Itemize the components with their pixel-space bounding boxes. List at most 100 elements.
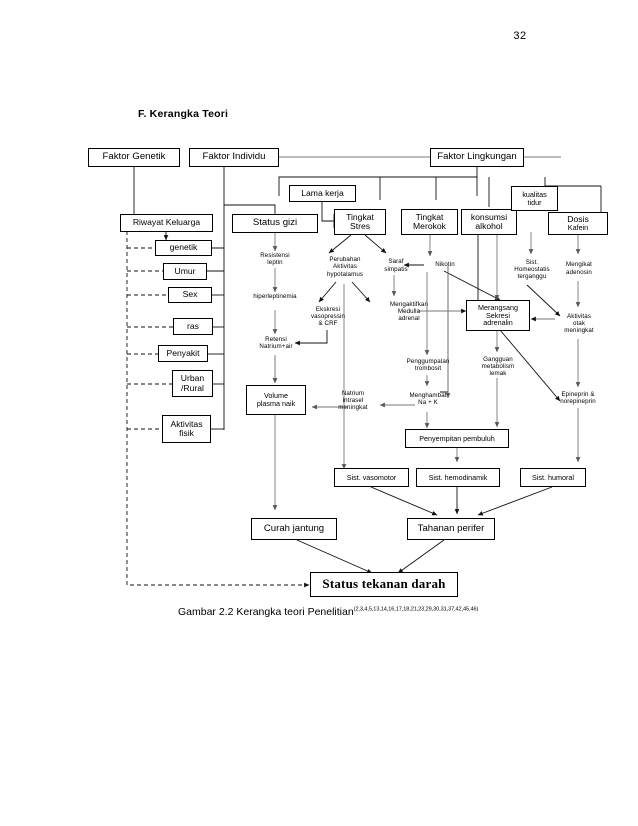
node-label: genetik: [169, 242, 198, 253]
line-2: vasopressin: [310, 312, 346, 320]
line-3: lemak: [489, 370, 507, 378]
node-hiperleptinemia: hiperleptinemia: [240, 291, 310, 303]
line-1: Sist. humoral: [532, 472, 574, 482]
line-1: Penggumpalan: [406, 357, 450, 365]
line-2: metabolism: [481, 362, 515, 370]
node-sist-vasomotor[interactable]: Sist. vasomotor: [334, 468, 409, 487]
line-1: Perubahan: [329, 256, 361, 264]
node-merangsang-sekresi-adrenalin[interactable]: Merangsang Sekresi adrenalin: [466, 300, 530, 331]
node-dosis-kafein[interactable]: Dosis Kafein: [548, 212, 608, 235]
node-natrium-intrasel-meningkat: Natrium intrasel meningkat: [325, 386, 381, 415]
line-1: Curah jantung: [263, 522, 325, 534]
node-penggumpalan-trombosit: Penggumpalan trombosit: [395, 355, 461, 375]
node-ras[interactable]: ras: [173, 318, 213, 335]
line-1: Sist. vasomotor: [346, 472, 397, 482]
line-1: Sist. hemodinamik: [428, 472, 488, 482]
node-faktor-lingkungan[interactable]: Faktor Lingkungan: [430, 148, 524, 167]
node-status-gizi[interactable]: Status gizi: [232, 214, 318, 233]
line-1: Merangsang: [478, 302, 518, 312]
line-2: Homeostatis: [514, 265, 550, 273]
node-volume-plasma-naik[interactable]: Volume plasma naik: [246, 385, 306, 415]
node-aktivitas-fisik[interactable]: Aktivitas fisik: [162, 415, 211, 443]
node-status-tekanan-darah[interactable]: Status tekanan darah: [310, 572, 458, 597]
node-label-line1: kualitas: [522, 189, 547, 199]
line-2: Na + K: [418, 399, 438, 406]
node-label-line1: Tingkat: [346, 211, 374, 222]
node-label: Faktor Individu: [202, 151, 266, 163]
line-1: Status tekanan darah: [322, 576, 446, 592]
node-aktivitas-otak-meningkat: Aktivitas otak meningkat: [552, 308, 606, 339]
line-1: Gangguan: [483, 355, 513, 363]
node-sist-hemodinamik[interactable]: Sist. hemodinamik: [416, 468, 500, 487]
node-gangguan-metabolism-lemak: Gangguan metabolism lemak: [468, 352, 528, 381]
line-1: Menghambat: [409, 391, 447, 399]
node-label-line2: tidur: [527, 197, 542, 207]
line-2: otak: [572, 319, 586, 327]
line-1: Saraf: [388, 258, 404, 266]
node-tingkat-merokok[interactable]: Tingkat Merokok: [401, 209, 458, 235]
node-resistensi-leptin: Resistensi leptin: [245, 250, 305, 268]
node-label: ras: [187, 320, 199, 331]
node-label-line1: Urban: [180, 373, 205, 384]
node-perubahan-aktivitas-hypotalamus: Perubahan Aktivitas hypotalamus: [313, 252, 377, 282]
node-label-line2: Kafein: [567, 223, 589, 233]
node-sex[interactable]: Sex: [168, 287, 212, 303]
line-3: adrenalin: [483, 318, 513, 328]
node-label-line2: alkohol: [475, 221, 503, 231]
node-epineprin-norepineprin: Epineprin & norepineprin: [546, 388, 610, 408]
line-1: Epineprin &: [561, 390, 595, 398]
node-label: Lama kerja: [301, 187, 344, 198]
line-2: adenosin: [566, 268, 592, 276]
node-label: Faktor Genetik: [102, 151, 166, 163]
line-2: Natrium+air: [259, 343, 293, 350]
line-2: plasma naik: [256, 399, 296, 408]
node-mengikat-adenosin: Mengikat adenosin: [551, 258, 607, 279]
node-umur[interactable]: Umur: [163, 263, 207, 280]
line-1: Ekskresi: [315, 305, 341, 313]
node-label: Penyakit: [166, 347, 200, 358]
node-retensi-natrium-air: Retensi Natrium+air: [245, 333, 307, 353]
node-sist-humoral[interactable]: Sist. humoral: [520, 468, 586, 487]
line-1: Resistensi: [260, 251, 290, 259]
line-2: leptin: [267, 259, 283, 266]
node-tahanan-perifer[interactable]: Tahanan perifer: [407, 518, 495, 540]
node-penyempitan-pembuluh[interactable]: Penyempitan pembuluh: [405, 429, 509, 448]
node-urban-rural[interactable]: Urban /Rural: [172, 370, 213, 397]
node-label: Riwayat Keluarga: [132, 217, 201, 228]
line-3: & CRF: [318, 320, 338, 328]
node-label: Faktor Lingkungan: [437, 151, 517, 163]
node-riwayat-keluarga[interactable]: Riwayat Keluarga: [120, 214, 213, 232]
node-penyakit[interactable]: Penyakit: [158, 345, 208, 362]
node-tingkat-stres[interactable]: Tingkat Stres: [334, 209, 386, 235]
node-menghambat-na-k: Menghambat Na + K: [398, 389, 458, 409]
node-label-line1: konsumsi: [470, 211, 508, 222]
line-2: trombosit: [414, 365, 442, 372]
line-3: hypotalamus: [326, 270, 364, 278]
line-2: simpatis: [384, 265, 408, 273]
node-faktor-individu[interactable]: Faktor Individu: [189, 148, 279, 167]
caption-references: (2,3,4,5,13,14,16,17,18,21,23,29,30,31,3…: [353, 606, 479, 613]
line-1: Sist.: [525, 258, 539, 266]
node-lama-kerja[interactable]: Lama kerja: [289, 185, 356, 202]
page-number: 32: [513, 30, 527, 42]
line-1: Natrium: [341, 389, 365, 397]
node-sist-homeostatis-terganggu: Sist. Homeostatis terganggu: [503, 255, 561, 284]
caption-text: Gambar 2.2 Kerangka teori Penelitian: [178, 606, 354, 618]
figure-caption: Gambar 2.2 Kerangka teori Penelitian(2,3…: [178, 606, 478, 618]
node-label: Status gizi: [252, 217, 298, 229]
node-label-line1: Tingkat: [415, 211, 444, 222]
node-nikotin: Nikotin: [425, 259, 465, 271]
line-2: norepineprin: [560, 398, 596, 405]
line-1: Penyempitan pembuluh: [419, 433, 495, 443]
section-heading: F. Kerangka Teori: [138, 108, 229, 120]
line-3: meningkat: [338, 404, 368, 412]
node-faktor-genetik[interactable]: Faktor Genetik: [88, 148, 180, 167]
node-konsumsi-alkohol[interactable]: konsumsi alkohol: [461, 209, 517, 235]
node-label-line1: Dosis: [567, 213, 589, 224]
line-3: meningkat: [564, 327, 594, 335]
line-2: Medulla: [397, 307, 421, 315]
node-genetik[interactable]: genetik: [155, 240, 212, 256]
node-kualitas-tidur[interactable]: kualitas tidur: [511, 186, 558, 211]
node-curah-jantung[interactable]: Curah jantung: [251, 518, 337, 540]
